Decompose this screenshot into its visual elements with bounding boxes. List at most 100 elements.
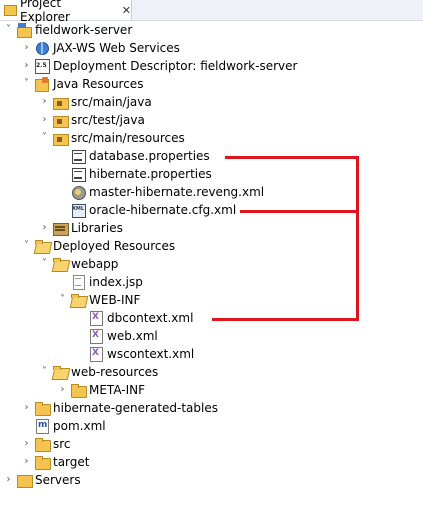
tree-item-n20[interactable]: ˅ web-resources xyxy=(0,363,423,381)
tree-item-label: hibernate-generated-tables xyxy=(53,401,218,415)
annotation-line xyxy=(225,156,358,159)
tree-item-n5[interactable]: › src/main/java xyxy=(0,93,423,111)
chevron-right-icon[interactable]: › xyxy=(60,384,65,395)
tree-item-label: database.properties xyxy=(89,149,210,163)
tree-item-n21[interactable]: › META-INF xyxy=(0,381,423,399)
tree-item-n1[interactable]: ˅ fieldwork-server xyxy=(0,21,423,39)
props-icon xyxy=(70,166,86,182)
tree-item-n14[interactable]: ˅ webapp xyxy=(0,255,423,273)
tree-item-n12[interactable]: › Libraries xyxy=(0,219,423,237)
desc-icon xyxy=(34,58,50,74)
tree-item-n24[interactable]: › src xyxy=(0,435,423,453)
chevron-right-icon[interactable]: › xyxy=(6,474,11,485)
tree-item-label: oracle-hibernate.cfg.xml xyxy=(89,203,237,217)
proj-icon xyxy=(16,22,32,38)
tree-item-n11[interactable]: oracle-hibernate.cfg.xml xyxy=(0,201,423,219)
tree-item-label: Deployment Descriptor: fieldwork-server xyxy=(53,59,298,73)
tree-item-n10[interactable]: master-hibernate.reveng.xml xyxy=(0,183,423,201)
libs-icon xyxy=(52,220,69,236)
folder-icon xyxy=(34,436,51,452)
pom-icon xyxy=(34,418,50,434)
tree-item-n23[interactable]: pom.xml xyxy=(0,417,423,435)
tree-item-label: src/main/resources xyxy=(71,131,185,145)
tree-item-n15[interactable]: index.jsp xyxy=(0,273,423,291)
chevron-right-icon[interactable]: › xyxy=(42,96,47,107)
folder-open-icon xyxy=(70,292,86,308)
tree-item-n9[interactable]: hibernate.properties xyxy=(0,165,423,183)
folder-open-icon xyxy=(52,364,68,380)
folder-icon xyxy=(34,400,51,416)
xml-icon xyxy=(88,310,104,326)
tree-item-label: hibernate.properties xyxy=(89,167,212,181)
tree-item-label: Servers xyxy=(35,473,81,487)
tree-item-n26[interactable]: › Servers xyxy=(0,471,423,489)
tree-item-label: fieldwork-server xyxy=(35,23,133,37)
tree-item-label: wscontext.xml xyxy=(107,347,195,361)
props-icon xyxy=(70,148,86,164)
hib-icon xyxy=(70,184,86,200)
tree-item-label: src/main/java xyxy=(71,95,152,109)
folder-icon xyxy=(34,454,51,470)
pkg-icon xyxy=(52,94,69,110)
project-explorer-icon xyxy=(3,3,17,17)
folder-open-icon xyxy=(52,256,68,272)
tree-item-label: webapp xyxy=(71,257,119,271)
tree-item-n2[interactable]: ›JAX-WS Web Services xyxy=(0,39,423,57)
chevron-down-icon[interactable]: ˅ xyxy=(24,78,29,89)
chevron-down-icon[interactable]: ˅ xyxy=(6,24,11,35)
tree-item-label: web.xml xyxy=(107,329,158,343)
tree-item-n18[interactable]: web.xml xyxy=(0,327,423,345)
chevron-down-icon[interactable]: ˅ xyxy=(42,366,47,377)
pkg-icon xyxy=(52,112,69,128)
tree-item-n4[interactable]: ˅ Java Resources xyxy=(0,75,423,93)
tree-item-label: META-INF xyxy=(89,383,146,397)
tree-item-label: dbcontext.xml xyxy=(107,311,194,325)
jsp-icon xyxy=(70,274,86,290)
globe-icon xyxy=(34,40,50,56)
tree-item-n19[interactable]: wscontext.xml xyxy=(0,345,423,363)
tree-item-n16[interactable]: ˅ WEB-INF xyxy=(0,291,423,309)
tree-item-label: Java Resources xyxy=(53,77,144,91)
tree-item-label: master-hibernate.reveng.xml xyxy=(89,185,265,199)
pkg-icon xyxy=(52,130,69,146)
annotation-line xyxy=(240,210,358,213)
tab-project-explorer[interactable]: Project Explorer ✕ xyxy=(0,0,132,24)
javares-icon xyxy=(34,76,50,92)
tree-item-label: Deployed Resources xyxy=(53,239,176,253)
tree-item-label: WEB-INF xyxy=(89,293,141,307)
tree-item-label: target xyxy=(53,455,90,469)
chevron-right-icon[interactable]: › xyxy=(42,222,47,233)
tree-item-n13[interactable]: ˅ Deployed Resources xyxy=(0,237,423,255)
annotation-line xyxy=(212,318,358,321)
chevron-down-icon[interactable]: ˅ xyxy=(42,132,47,143)
tree-item-n22[interactable]: › hibernate-generated-tables xyxy=(0,399,423,417)
tree-item-n25[interactable]: › target xyxy=(0,453,423,471)
servers-icon xyxy=(16,472,33,488)
folder-icon xyxy=(70,382,87,398)
tree-item-n17[interactable]: dbcontext.xml xyxy=(0,309,423,327)
close-icon[interactable]: ✕ xyxy=(121,3,132,17)
view-tab-bar: Project Explorer ✕ xyxy=(0,0,423,24)
tree-item-label: web-resources xyxy=(71,365,159,379)
xml-icon xyxy=(88,346,104,362)
chevron-right-icon[interactable]: › xyxy=(24,60,29,71)
chevron-right-icon[interactable]: › xyxy=(24,456,29,467)
chevron-down-icon[interactable]: ˅ xyxy=(24,240,29,251)
tree-item-n3[interactable]: › Deployment Descriptor: fieldwork-server xyxy=(0,57,423,75)
tree-item-label: pom.xml xyxy=(53,419,106,433)
chevron-down-icon[interactable]: ˅ xyxy=(60,294,65,305)
chevron-right-icon[interactable]: › xyxy=(24,402,29,413)
tree-item-n6[interactable]: › src/test/java xyxy=(0,111,423,129)
annotation-line xyxy=(356,156,359,321)
chevron-right-icon[interactable]: › xyxy=(24,42,29,53)
tree-item-label: Libraries xyxy=(71,221,123,235)
chevron-right-icon[interactable]: › xyxy=(24,438,29,449)
tree-item-label: index.jsp xyxy=(89,275,143,289)
chevron-right-icon[interactable]: › xyxy=(42,114,47,125)
tree-item-n8[interactable]: database.properties xyxy=(0,147,423,165)
chevron-down-icon[interactable]: ˅ xyxy=(42,258,47,269)
tree-item-n7[interactable]: ˅ src/main/resources xyxy=(0,129,423,147)
tree-item-label: src xyxy=(53,437,71,451)
folder-open-icon xyxy=(34,238,50,254)
tree-item-label: src/test/java xyxy=(71,113,145,127)
